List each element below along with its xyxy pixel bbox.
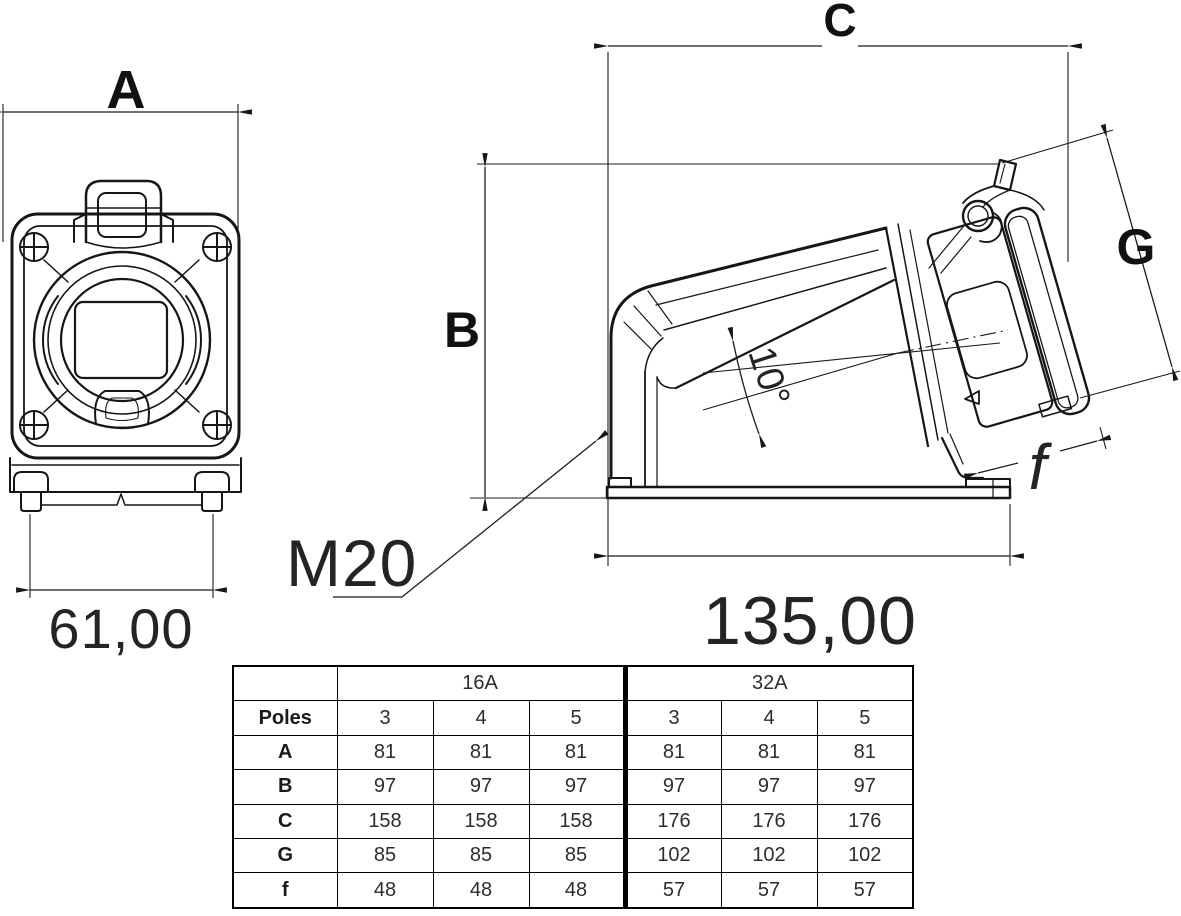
table-row-groups: 16A 32A bbox=[232, 665, 914, 702]
table-cell: 97 bbox=[816, 769, 914, 805]
dim-C: C bbox=[594, 0, 1082, 566]
screw-icon bbox=[19, 232, 232, 440]
table-cell: 57 bbox=[816, 872, 914, 909]
table-cell: 97 bbox=[528, 769, 626, 805]
table-row-A: A 81 81 81 81 81 81 bbox=[232, 734, 914, 771]
table-cell: 81 bbox=[336, 734, 434, 771]
table-row-f: f 48 48 48 57 57 57 bbox=[232, 872, 914, 909]
table-cell: 158 bbox=[336, 803, 434, 839]
dim-value-base-length: 135,00 bbox=[703, 583, 917, 659]
table-cell: 176 bbox=[720, 803, 818, 839]
table-cell: 48 bbox=[432, 872, 530, 909]
dim-G: G bbox=[1001, 123, 1181, 399]
table-cell: 57 bbox=[720, 872, 818, 909]
hinge-circle bbox=[961, 199, 995, 233]
table-cell: 4 bbox=[720, 700, 818, 736]
dim-135: 135,00 bbox=[594, 504, 1024, 659]
table-cell: 5 bbox=[528, 700, 626, 736]
dim-value-front-width: 61,00 bbox=[48, 597, 193, 660]
table-cell: 81 bbox=[816, 734, 914, 771]
table-cell: 3 bbox=[622, 700, 722, 736]
side-view-drawing bbox=[605, 158, 1091, 500]
table-cell: 97 bbox=[432, 769, 530, 805]
table-col-group-32A: 32A bbox=[622, 665, 914, 702]
table-row-B: B 97 97 97 97 97 97 bbox=[232, 769, 914, 805]
table-row-label: B bbox=[232, 769, 338, 805]
table-cell: 158 bbox=[432, 803, 530, 839]
table-cell: 97 bbox=[336, 769, 434, 805]
table-cell: 3 bbox=[336, 700, 434, 736]
dimension-annotations: A 61,00 C B 135,00 bbox=[0, 0, 1181, 660]
dim-label-G: G bbox=[1117, 219, 1156, 275]
table-cell: 85 bbox=[336, 837, 434, 874]
dim-f: f bbox=[963, 426, 1112, 503]
table-cell: 48 bbox=[336, 872, 434, 909]
table-row-label: f bbox=[232, 872, 338, 909]
table-corner-cell bbox=[232, 665, 338, 702]
table-cell: 85 bbox=[432, 837, 530, 874]
table-row-poles: Poles 3 4 5 3 4 5 bbox=[232, 700, 914, 736]
table-row-label: A bbox=[232, 734, 338, 771]
table-cell: 81 bbox=[720, 734, 818, 771]
table-cell: 4 bbox=[432, 700, 530, 736]
table-row-label: G bbox=[232, 837, 338, 874]
table-cell: 102 bbox=[720, 837, 818, 874]
table-row-label: C bbox=[232, 803, 338, 839]
dim-61: 61,00 bbox=[16, 514, 227, 660]
table-cell: 176 bbox=[622, 803, 722, 839]
table-cell: 81 bbox=[528, 734, 626, 771]
dim-B: B bbox=[444, 153, 999, 511]
dimension-table: 16A 32A Poles 3 4 5 3 4 5 A 81 81 81 81 … bbox=[232, 665, 914, 909]
dim-label-cable-gland: M20 bbox=[286, 526, 417, 600]
front-view-drawing bbox=[9, 179, 242, 512]
table-cell: 5 bbox=[816, 700, 914, 736]
dim-M20: M20 bbox=[286, 430, 609, 600]
dim-label-A: A bbox=[107, 60, 146, 120]
table-cell: 85 bbox=[528, 837, 626, 874]
table-cell: 102 bbox=[816, 837, 914, 874]
dim-A: A bbox=[0, 60, 252, 242]
dim-label-C: C bbox=[823, 0, 856, 46]
table-cell: 57 bbox=[622, 872, 722, 909]
table-cell: 158 bbox=[528, 803, 626, 839]
dim-angle-10: 10° bbox=[702, 326, 1009, 448]
table-cell: 48 bbox=[528, 872, 626, 909]
table-cell: 176 bbox=[816, 803, 914, 839]
table-cell: 81 bbox=[622, 734, 722, 771]
table-cell: 97 bbox=[720, 769, 818, 805]
table-cell: 81 bbox=[432, 734, 530, 771]
table-row-G: G 85 85 85 102 102 102 bbox=[232, 837, 914, 874]
dim-label-f: f bbox=[1029, 431, 1053, 503]
table-col-group-16A: 16A bbox=[336, 665, 626, 702]
table-cell: 102 bbox=[622, 837, 722, 874]
table-row-C: C 158 158 158 176 176 176 bbox=[232, 803, 914, 839]
dim-label-B: B bbox=[444, 302, 480, 358]
lever-tab bbox=[992, 158, 1018, 192]
table-cell: 97 bbox=[622, 769, 722, 805]
face-triangle-marker bbox=[964, 390, 980, 405]
table-row-label: Poles bbox=[232, 700, 338, 736]
